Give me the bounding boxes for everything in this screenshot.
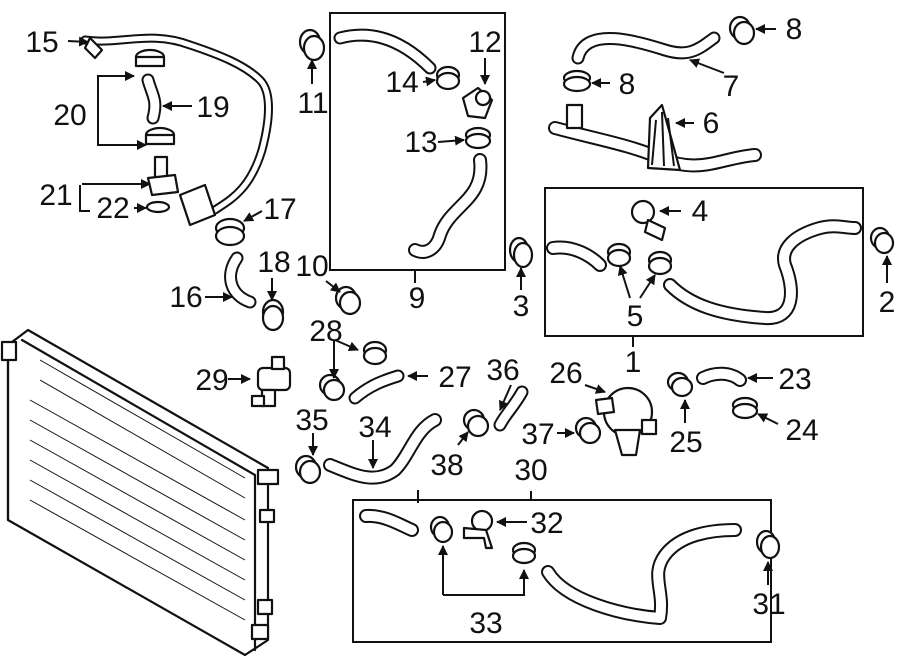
- callout-15: 15: [25, 26, 58, 59]
- callout-23: 23: [778, 363, 811, 396]
- callout-6: 6: [703, 107, 720, 140]
- hose-7: [571, 31, 721, 65]
- clamp-24: [731, 396, 759, 420]
- callout-21: 21: [39, 179, 72, 212]
- flange-21: [146, 155, 180, 197]
- callout-35: 35: [295, 404, 328, 437]
- hose-30-long: [541, 523, 742, 625]
- callout-17: 17: [263, 193, 296, 226]
- hose-23: [696, 366, 747, 387]
- callout-27: 27: [438, 361, 471, 394]
- callout-25: 25: [669, 426, 702, 459]
- hose-1-long: [663, 219, 862, 326]
- clamp-28-lower: [318, 373, 346, 402]
- clamp-11: [298, 28, 326, 62]
- callout-37: 37: [521, 418, 554, 451]
- callout-33: 33: [469, 607, 502, 640]
- clamp-33-right: [511, 541, 537, 565]
- callout-10: 10: [295, 250, 328, 283]
- clamp-13: [464, 126, 492, 150]
- group-box-30: [352, 499, 772, 643]
- callout-32: 32: [530, 507, 563, 540]
- callout-38: 38: [430, 449, 463, 482]
- connector-12: [461, 86, 494, 120]
- radiator: [0, 328, 280, 657]
- clamp-20-bottom: [144, 126, 176, 146]
- clamp-37: [574, 416, 602, 445]
- callout-28: 28: [309, 315, 342, 348]
- callout-14: 14: [385, 66, 418, 99]
- callout-9: 9: [409, 282, 426, 315]
- clamp-3: [508, 236, 534, 269]
- coolant-pipe-15: [80, 33, 273, 227]
- clamp-31: [755, 529, 781, 560]
- callout-2: 2: [879, 286, 896, 319]
- clamp-8-right: [728, 15, 756, 46]
- o-ring-22: [145, 200, 171, 214]
- callout-26: 26: [549, 357, 582, 390]
- clamps-5: [606, 242, 673, 276]
- callout-11: 11: [297, 87, 328, 120]
- callout-labels: 1 2 3 4 5 6 7 8 8 9 10 11 12 13 14 15 16…: [25, 13, 895, 640]
- callout-22: 22: [96, 192, 129, 225]
- callout-18: 18: [257, 246, 290, 279]
- callout-3: 3: [513, 290, 530, 323]
- clamp-10: [334, 285, 362, 316]
- callout-12: 12: [468, 26, 501, 59]
- clamp-33-left: [429, 515, 454, 544]
- group-box-1: [544, 187, 864, 337]
- callout-36: 36: [486, 354, 519, 387]
- callout-1: 1: [625, 346, 642, 379]
- hose-34: [323, 413, 442, 485]
- callout-8-lower: 8: [619, 68, 636, 101]
- hose-27: [348, 369, 405, 405]
- connector-32: [462, 509, 494, 550]
- callout-16: 16: [169, 281, 202, 314]
- clamp-28-upper: [362, 340, 388, 366]
- clamp-20-top: [134, 48, 166, 68]
- hose-1-short: [546, 240, 607, 272]
- callout-7: 7: [723, 70, 740, 103]
- hose-30-short: [359, 508, 419, 537]
- callout-8-upper: 8: [786, 13, 803, 46]
- callout-30: 30: [514, 454, 547, 487]
- pump-26: [594, 386, 658, 457]
- callout-13: 13: [404, 126, 437, 159]
- valve-29: [250, 355, 292, 408]
- pipe-6: [548, 103, 762, 173]
- callout-5: 5: [627, 300, 644, 333]
- callout-20: 20: [53, 99, 86, 132]
- clamp-25: [666, 371, 694, 398]
- hose-9-upper: [333, 28, 437, 75]
- callout-31: 31: [752, 588, 785, 621]
- clamp-38: [462, 408, 490, 438]
- callout-29: 29: [195, 364, 228, 397]
- callout-19: 19: [196, 91, 229, 124]
- leader-lines: [67, 24, 892, 596]
- clamp-35: [294, 454, 322, 485]
- connector-4: [630, 199, 667, 242]
- clamp-14: [435, 65, 461, 91]
- clamp-18: [261, 298, 285, 332]
- hose-9-lower: [408, 153, 488, 259]
- clamp-8-left: [562, 69, 592, 93]
- hose-16: [224, 251, 257, 309]
- callout-4: 4: [692, 195, 709, 228]
- hose-19: [141, 73, 162, 125]
- clamp-17: [214, 217, 246, 247]
- callout-24: 24: [785, 414, 818, 447]
- hose-36: [493, 385, 529, 432]
- group-box-9: [329, 12, 506, 271]
- callout-34: 34: [358, 411, 391, 444]
- clamp-2: [869, 226, 895, 255]
